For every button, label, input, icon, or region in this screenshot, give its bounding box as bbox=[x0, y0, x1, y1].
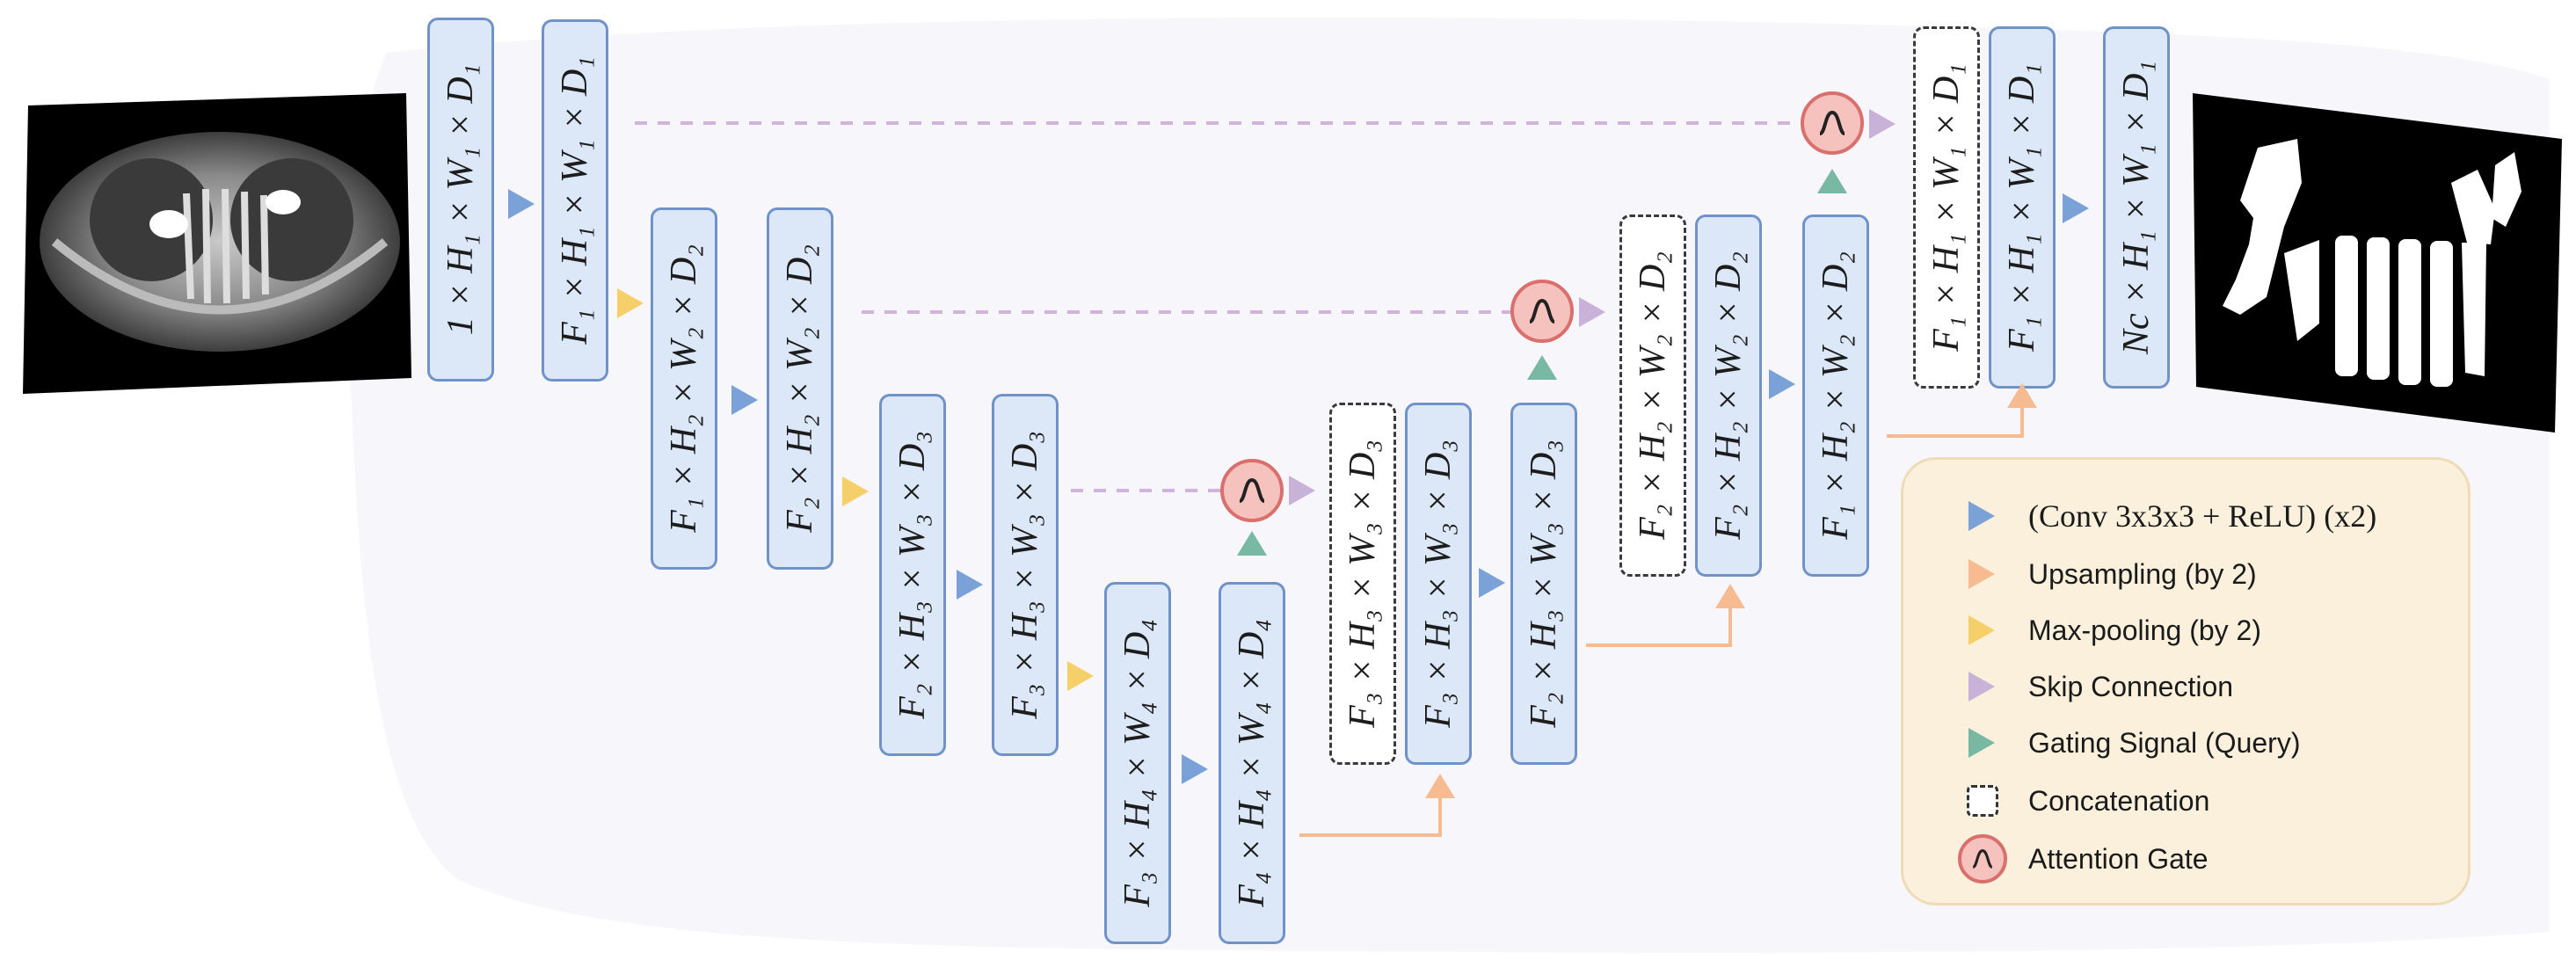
legend-label: Attention Gate bbox=[2028, 842, 2209, 875]
legend-item-gating: Gating Signal (Query) bbox=[1956, 716, 2300, 769]
legend-item-skip: Skip Connection bbox=[1956, 660, 2233, 713]
output-block: Nc × H₁ × W₁ × D₁ bbox=[2103, 26, 2170, 389]
gating-arrow-icon bbox=[1968, 728, 1995, 758]
encoder-block-level2-pool: F₁ × H₂ × W₂ × D₂ bbox=[651, 207, 717, 570]
skip-arrow-icon bbox=[1968, 672, 1995, 702]
gating-arrow-icon bbox=[1237, 531, 1267, 556]
legend-item-conv: (Conv 3x3x3 + ReLU) (x2) bbox=[1956, 490, 2376, 542]
concatenation-icon bbox=[1967, 785, 1998, 817]
legend-label: Max-pooling (by 2) bbox=[2028, 614, 2261, 646]
encoder-block-input: 1 × H₁ × W₁ × D₁ bbox=[427, 18, 494, 382]
encoder-block-level2-conv: F₂ × H₂ × W₂ × D₂ bbox=[767, 207, 833, 570]
decoder-conv-level2: F₁ × H₂ × W₂ × D₂ bbox=[1802, 214, 1869, 577]
decoder-upsample-level3: F₃ × H₃ × W₃ × D₃ bbox=[1405, 403, 1472, 765]
bottleneck-block-conv: F₄ × H₄ × W₄ × D₄ bbox=[1219, 582, 1285, 944]
maxpool-arrow-icon bbox=[842, 476, 869, 506]
conv-arrow-icon bbox=[1968, 501, 1995, 531]
legend-label: Skip Connection bbox=[2028, 670, 2234, 702]
legend-item-concat: Concatenation bbox=[1956, 774, 2209, 827]
encoder-block-level1-conv: F₁ × H₁ × W₁ × D₁ bbox=[542, 19, 608, 382]
legend-item-maxpool: Max-pooling (by 2) bbox=[1956, 604, 2261, 657]
encoder-block-level3-conv: F₃ × H₃ × W₃ × D₃ bbox=[992, 394, 1059, 756]
concat-skip-level2: F₂ × H₂ × W₂ × D₂ bbox=[1619, 214, 1686, 577]
skip-arrow-icon bbox=[1289, 476, 1315, 505]
upsample-arrow-icon bbox=[1968, 559, 1995, 589]
legend-item-upsampling: Upsampling (by 2) bbox=[1956, 548, 2257, 600]
skip-arrow-icon bbox=[1579, 297, 1605, 327]
maxpool-arrow-icon bbox=[1067, 661, 1094, 691]
attention-gate-icon bbox=[1220, 459, 1284, 522]
encoder-block-level3-pool: F₂ × H₃ × W₃ × D₃ bbox=[879, 394, 946, 756]
conv-arrow-icon bbox=[957, 570, 983, 600]
conv-arrow-icon bbox=[2063, 193, 2089, 223]
conv-arrow-icon bbox=[1479, 568, 1505, 598]
legend-item-attention: Attention Gate bbox=[1956, 832, 2209, 885]
concat-skip-level1: F₁ × H₁ × W₁ × D₁ bbox=[1913, 26, 1980, 389]
concat-skip-level3: F₃ × H₃ × W₃ × D₃ bbox=[1329, 403, 1396, 765]
output-segmentation-mask bbox=[2193, 93, 2562, 433]
maxpool-arrow-icon bbox=[617, 288, 644, 318]
conv-arrow-icon bbox=[508, 189, 535, 219]
maxpool-arrow-icon bbox=[1968, 615, 1995, 645]
upsample-arrow-icon bbox=[1425, 774, 1455, 798]
legend-label: Gating Signal (Query) bbox=[2028, 726, 2301, 759]
decoder-upsample-level2: F₂ × H₂ × W₂ × D₂ bbox=[1695, 214, 1762, 577]
legend-label: Concatenation bbox=[2028, 784, 2210, 817]
attention-gate-icon bbox=[1958, 834, 2007, 883]
gating-arrow-icon bbox=[1527, 355, 1557, 380]
upsample-line-level3 bbox=[1299, 798, 1442, 837]
legend: (Conv 3x3x3 + ReLU) (x2) Upsampling (by … bbox=[1901, 457, 2470, 905]
skip-arrow-icon bbox=[1869, 109, 1896, 139]
bottleneck-block-pool: F₃ × H₄ × W₄ × D₄ bbox=[1104, 582, 1171, 944]
conv-arrow-icon bbox=[1182, 754, 1208, 784]
legend-label: (Conv 3x3x3 + ReLU) (x2) bbox=[2028, 498, 2377, 534]
legend-label: Upsampling (by 2) bbox=[2028, 557, 2257, 590]
decoder-upsample-level1: F₁ × H₁ × W₁ × D₁ bbox=[1989, 26, 2056, 389]
conv-arrow-icon bbox=[1769, 369, 1795, 399]
upsample-line-level1 bbox=[1887, 406, 2024, 438]
input-ct-image bbox=[23, 93, 411, 394]
attention-gate-icon bbox=[1801, 91, 1864, 155]
conv-arrow-icon bbox=[731, 385, 758, 415]
upsample-line-level2 bbox=[1586, 608, 1732, 647]
upsample-arrow-icon bbox=[1715, 584, 1745, 608]
attention-gate-icon bbox=[1510, 280, 1574, 343]
decoder-conv-level3: F₂ × H₃ × W₃ × D₃ bbox=[1510, 403, 1577, 765]
upsample-arrow-icon bbox=[2007, 383, 2037, 408]
gating-arrow-icon bbox=[1817, 169, 1847, 193]
